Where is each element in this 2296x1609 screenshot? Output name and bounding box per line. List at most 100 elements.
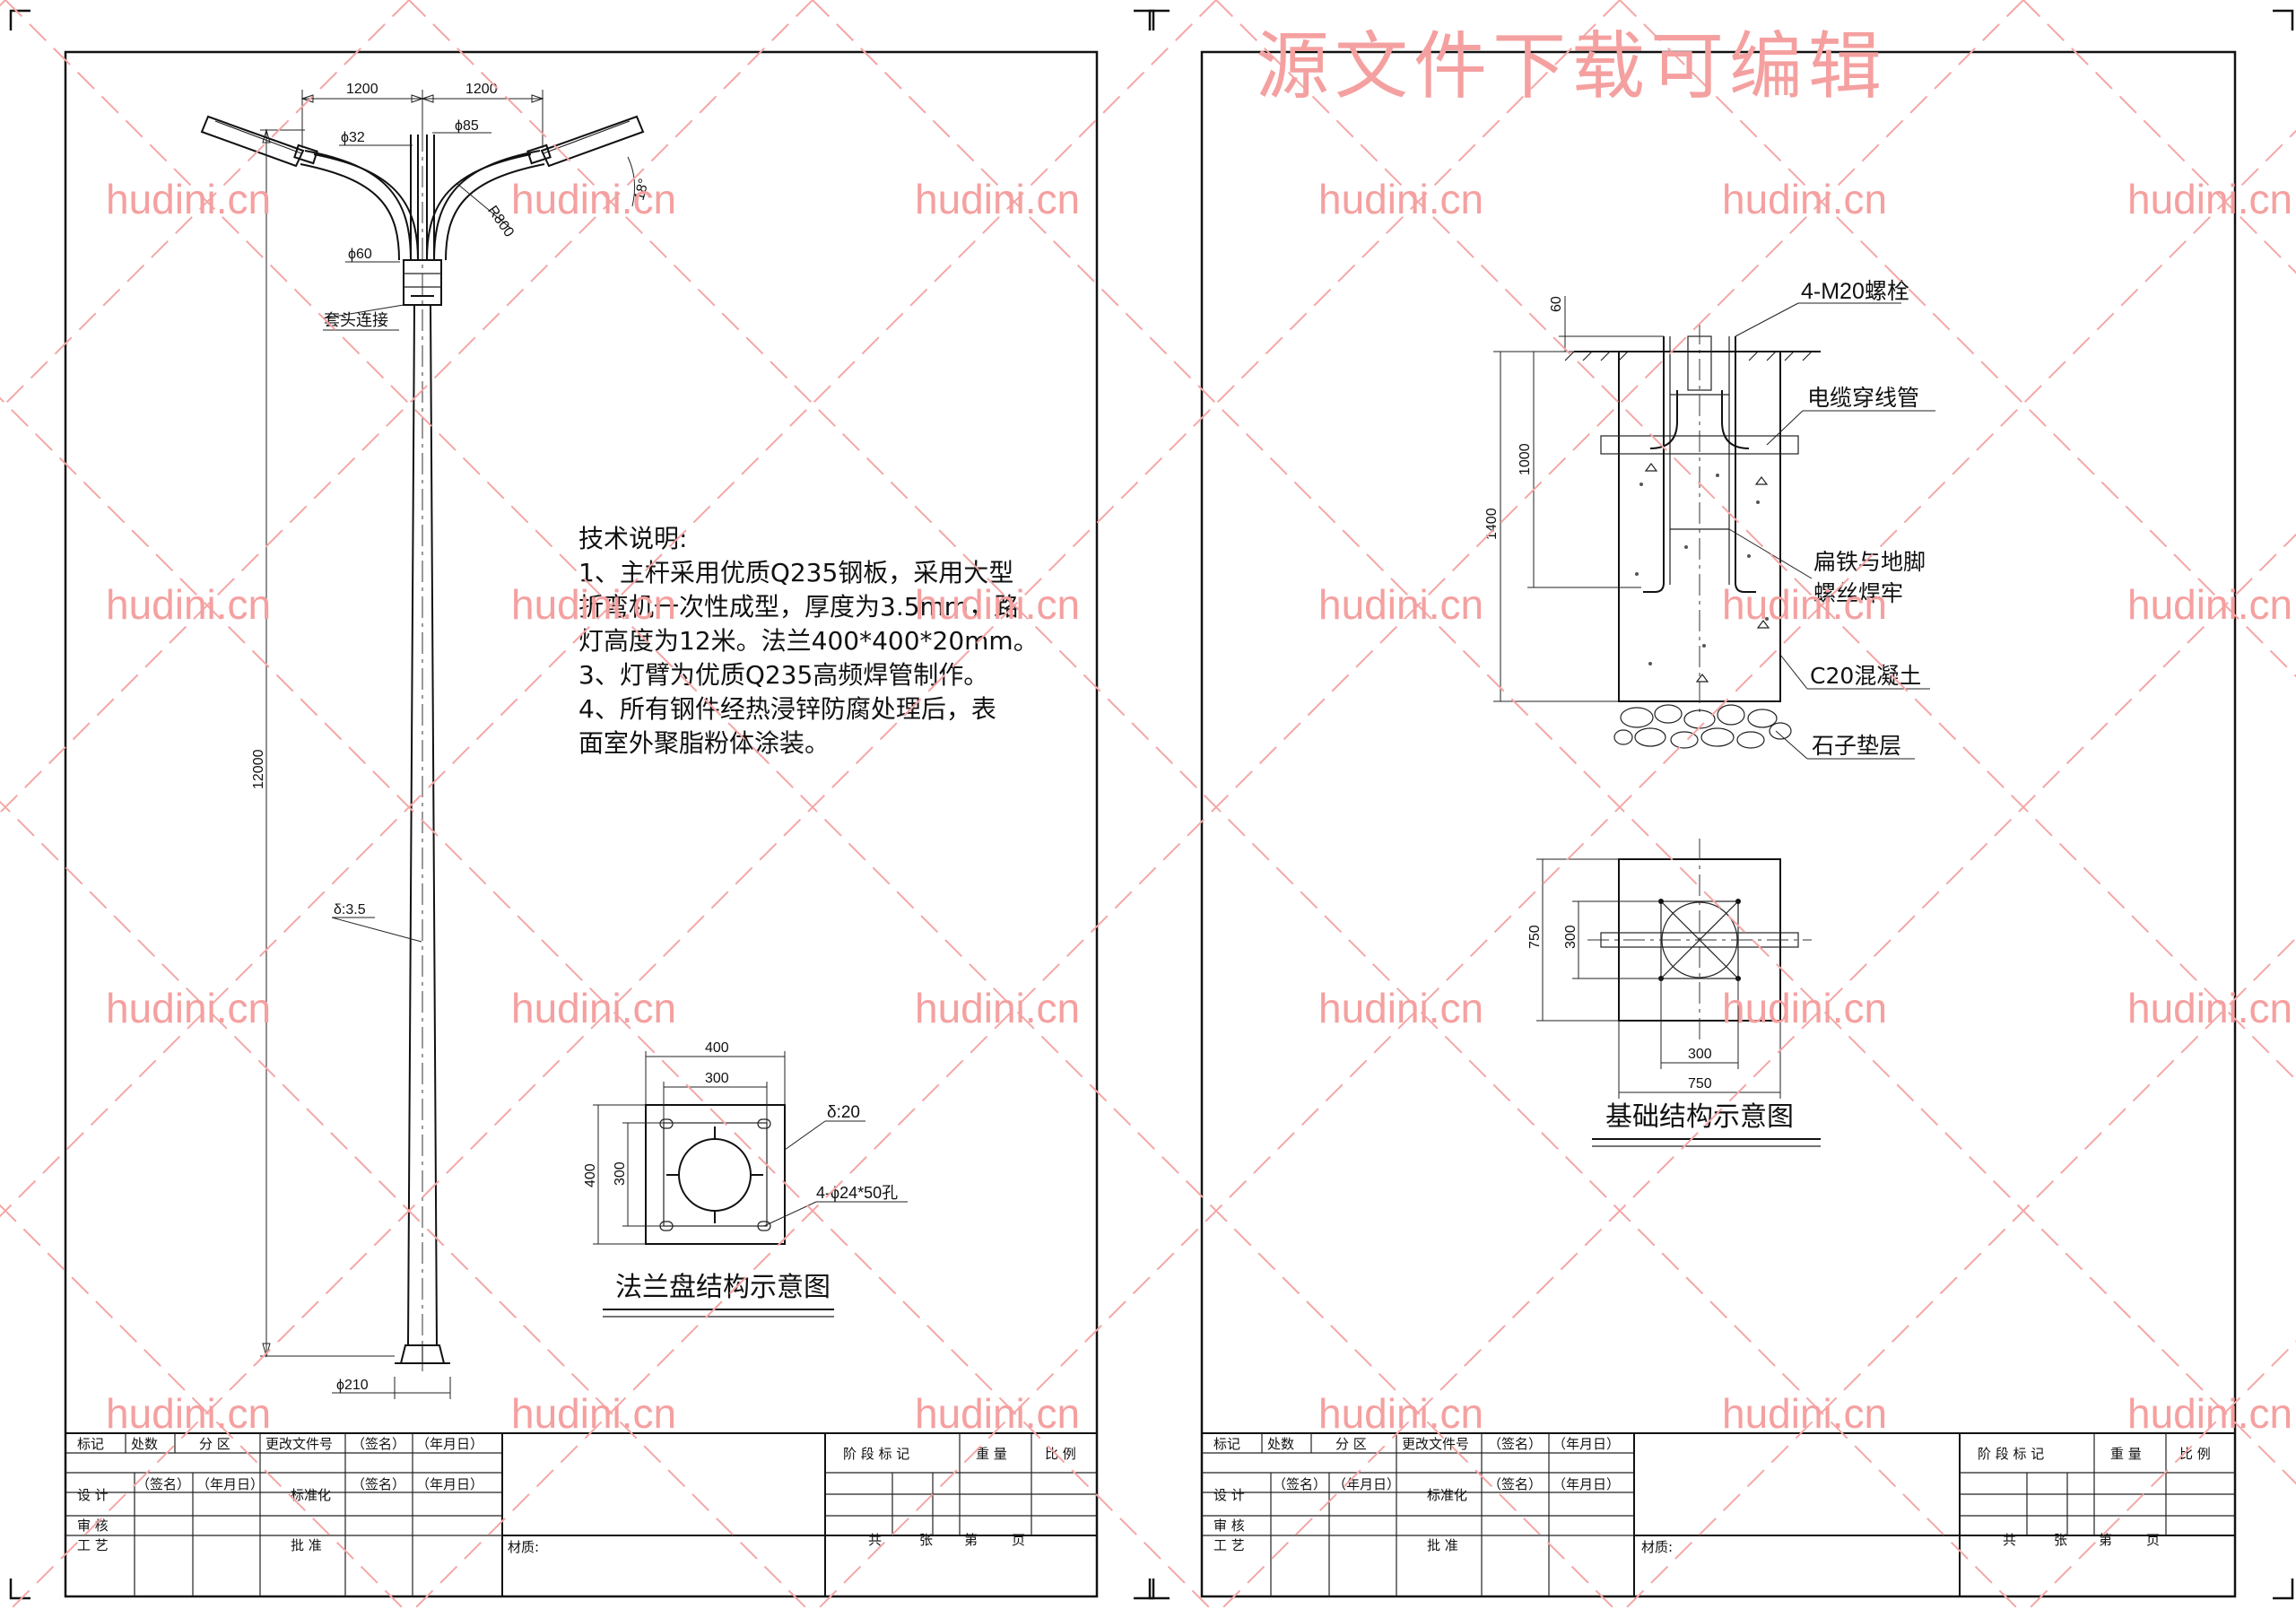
watermark-text: hudini.cn — [511, 985, 676, 1031]
watermark-diagonal — [10, 0, 1621, 1609]
watermark-text: hudini.cn — [915, 581, 1080, 628]
pole-elevation — [200, 115, 645, 1372]
watermark-text: hudini.cn — [1318, 581, 1483, 628]
label-sleeve-joint: 套头连接 — [324, 311, 388, 330]
label-cable-pipe: 电缆穿线管 — [1807, 385, 1919, 411]
tb-l-review: 审 核 — [77, 1518, 109, 1534]
tb-l-approve: 批 准 — [291, 1537, 322, 1553]
flange-caption: 法兰盘结构示意图 — [615, 1272, 831, 1303]
watermark-text: hudini.cn — [915, 985, 1080, 1031]
watermark-diagonal — [2022, 0, 2296, 274]
foundation-caption: 基础结构示意图 — [1605, 1101, 1794, 1133]
watermark-banner: 源文件下载可编辑 — [1256, 24, 1887, 109]
watermark-text: hudini.cn — [2127, 581, 2292, 628]
notes-line-2: 折弯机一次性成型，厚度为3.5mm，路 — [578, 592, 1019, 622]
dim-arm-base-dia: ϕ60 — [348, 247, 372, 262]
tb-r-approve: 批 准 — [1427, 1537, 1458, 1553]
watermark-text: hudini.cn — [2127, 1390, 2292, 1437]
watermark-text: hudini.cn — [915, 176, 1080, 222]
label-gravel: 石子垫层 — [1812, 733, 1901, 759]
technical-notes: 技术说明: 1、主杆采用优质Q235钢板，采用大型 折弯机一次性成型，厚度为3.… — [578, 524, 1039, 758]
notes-line-3: 灯高度为12米。法兰400*400*20mm。 — [578, 626, 1039, 656]
watermark-diagonal — [1619, 0, 2296, 678]
tb-l-std-sign: （签名） — [352, 1476, 405, 1492]
tb-r-stage: 阶 段 标 记 — [1978, 1446, 2044, 1462]
section-dim-1400: 1400 — [1484, 508, 1500, 540]
tb-r-sign: （签名） — [1488, 1436, 1542, 1452]
tb-r-sheets: 张 — [2054, 1532, 2067, 1548]
tb-l-standard: 标准化 — [291, 1487, 331, 1503]
tb-r-zone: 分 区 — [1335, 1436, 1367, 1452]
tb-r-review: 审 核 — [1213, 1518, 1245, 1534]
tb-l-date: （年月日） — [416, 1436, 483, 1452]
watermark-text: hudini.cn — [1318, 985, 1483, 1031]
flange-thickness: δ:20 — [827, 1103, 860, 1122]
plan-dim-300-h: 300 — [1688, 1047, 1712, 1062]
foundation-plan: 750 300 300 750 基础结构示意图 — [1527, 839, 1821, 1147]
tb-r-material: 材质: — [1641, 1539, 1673, 1555]
watermark-diagonal — [0, 0, 1217, 1218]
tb-r-page: 页 — [2146, 1532, 2160, 1548]
flange-dim-outer-h: 400 — [583, 1163, 598, 1187]
tb-r-date: （年月日） — [1552, 1436, 1620, 1452]
tb-l-zone: 分 区 — [199, 1436, 230, 1452]
watermark-diagonal — [1215, 0, 2296, 1082]
watermark-diagonal — [2028, 1340, 2296, 1609]
notes-line-6: 面室外聚脂粉体涂装。 — [578, 728, 830, 758]
tb-r-no: 第 — [2099, 1532, 2112, 1548]
tb-r-weight: 重 量 — [2110, 1446, 2142, 1462]
tb-l-std-date: （年月日） — [416, 1476, 483, 1492]
tb-l-mark: 标记 — [77, 1436, 104, 1452]
label-flat-iron-1: 扁铁与地脚 — [1813, 549, 1926, 575]
watermark-text: hudini.cn — [2127, 176, 2292, 222]
left-sheet-frame — [9, 9, 1155, 1600]
watermark-diagonal — [0, 0, 410, 411]
tb-r-mark: 标记 — [1213, 1436, 1240, 1452]
tb-l-design-date: （年月日） — [196, 1476, 264, 1492]
tb-r-change-doc: 更改文件号 — [1402, 1436, 1469, 1452]
flange-holes: 4-ϕ24*50孔 — [816, 1184, 898, 1202]
tb-r-design: 设 计 — [1213, 1487, 1245, 1503]
watermark-text: hudini.cn — [1318, 1390, 1483, 1437]
dim-arm-angle: 18° — [632, 178, 653, 203]
tb-r-design-sign: （签名） — [1273, 1476, 1326, 1492]
title-block-left-text: 标记 处数 分 区 更改文件号 （签名） （年月日） 设 计 （签名） （年月日… — [77, 1436, 1076, 1555]
notes-line-4: 3、灯臂为优质Q235高频焊管制作。 — [578, 660, 988, 690]
plan-dim-750-h: 750 — [1688, 1076, 1712, 1092]
title-block-left — [65, 1432, 1098, 1597]
label-flat-iron-2: 螺丝焊牢 — [1813, 580, 1903, 606]
watermark-diagonal — [812, 0, 2296, 1485]
watermark-text: hudini.cn — [106, 1390, 271, 1437]
tb-l-design-sign: （签名） — [136, 1476, 190, 1492]
tb-l-change-doc: 更改文件号 — [265, 1436, 333, 1452]
watermark-text: hudini.cn — [106, 985, 271, 1031]
dim-base-dia: ϕ210 — [336, 1378, 369, 1393]
flange-dim-inner-w: 300 — [705, 1071, 729, 1086]
watermark-text: hudini.cn — [511, 176, 676, 222]
right-sheet-frame — [1148, 9, 2294, 1600]
watermark-diagonal — [4, 0, 1615, 1609]
tb-l-material: 材质: — [508, 1539, 539, 1555]
watermark-diagonal — [0, 800, 808, 1609]
watermark-text: hudini.cn — [511, 1390, 676, 1437]
tb-l-page: 页 — [1012, 1532, 1025, 1548]
plan-dim-750-v: 750 — [1527, 925, 1543, 949]
tb-l-weight: 重 量 — [976, 1446, 1007, 1462]
plan-dim-300-v: 300 — [1563, 925, 1578, 949]
dim-top-dia: ϕ85 — [455, 118, 479, 134]
dim-height: 12000 — [251, 749, 266, 789]
watermark-diagonal — [817, 129, 2296, 1609]
dim-tube-dia: ϕ32 — [341, 130, 365, 145]
section-dim-top: 60 — [1549, 296, 1564, 312]
dim-wall-thickness: δ:3.5 — [334, 902, 366, 918]
watermark-text: hudini.cn — [106, 176, 271, 222]
label-bolts: 4-M20螺栓 — [1801, 279, 1909, 304]
watermark-text: hudini.cn — [1722, 985, 1887, 1031]
tb-r-std-date: （年月日） — [1552, 1476, 1620, 1492]
watermark-diagonal — [0, 0, 813, 814]
watermark-text: hudini.cn — [511, 581, 676, 628]
tb-r-design-date: （年月日） — [1333, 1476, 1400, 1492]
tb-l-sign: （签名） — [352, 1436, 405, 1452]
